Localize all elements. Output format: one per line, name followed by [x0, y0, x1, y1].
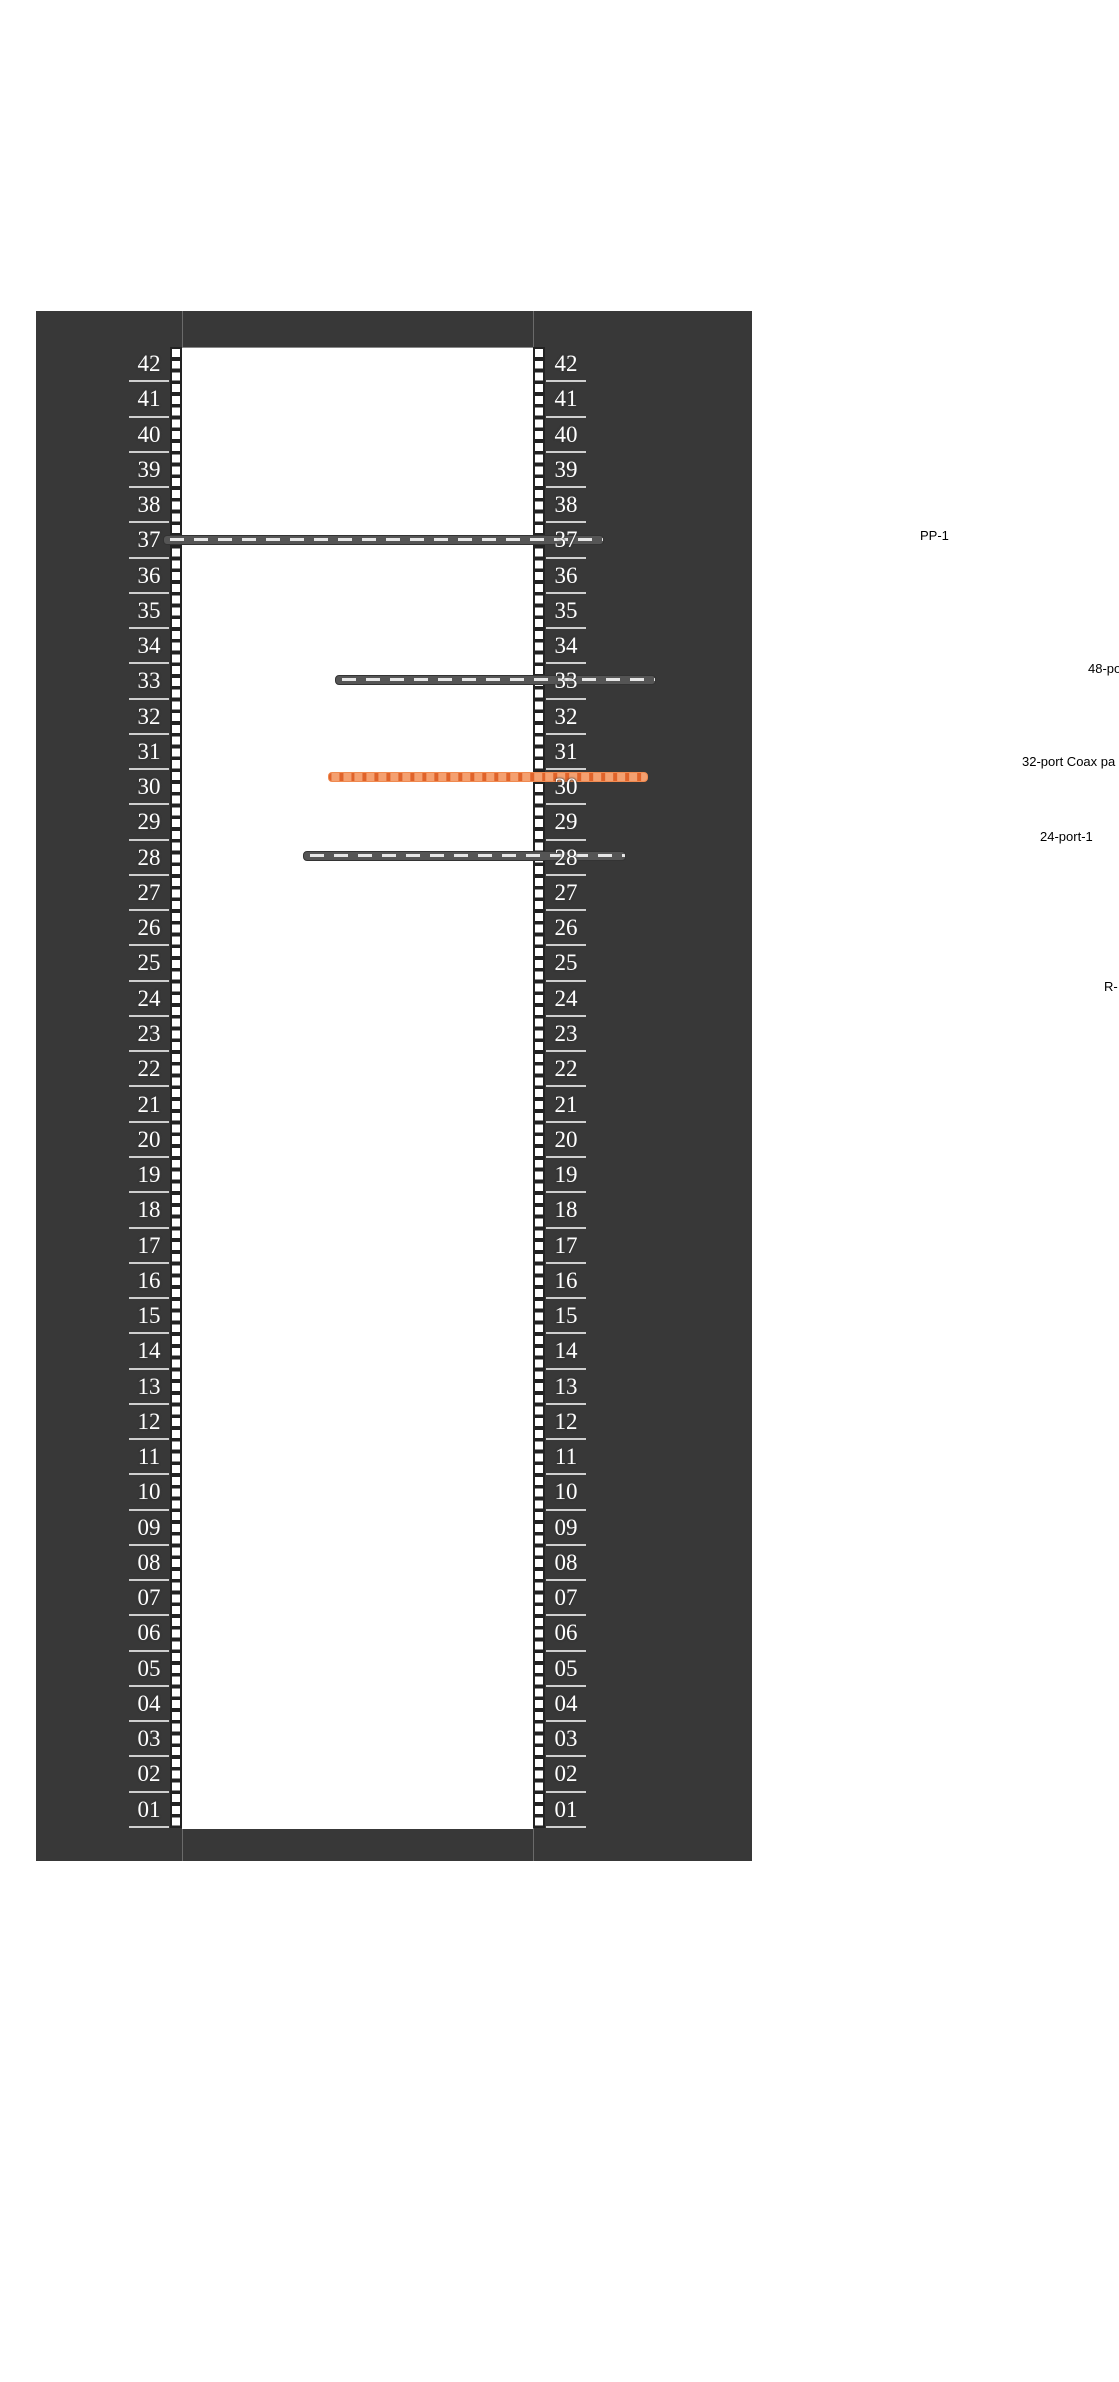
unit-label: 41	[129, 382, 169, 418]
unit-label: 16	[129, 1264, 169, 1300]
unit-label: 18	[546, 1193, 586, 1229]
unit-label: 26	[129, 911, 169, 947]
unit-label: 06	[129, 1616, 169, 1652]
device-48-port[interactable]	[335, 675, 656, 685]
unit-label: 07	[546, 1581, 586, 1617]
unit-label: 30	[546, 770, 586, 806]
unit-label: 10	[546, 1475, 586, 1511]
unit-label: 29	[129, 805, 169, 841]
unit-label: 40	[129, 418, 169, 453]
unit-label: 31	[129, 735, 169, 771]
unit-label: 10	[129, 1475, 169, 1511]
unit-label: 33	[129, 664, 169, 700]
unit-label: 22	[129, 1052, 169, 1088]
unit-label: 34	[546, 629, 586, 665]
unit-label: 09	[129, 1511, 169, 1546]
unit-label: 07	[129, 1581, 169, 1617]
unit-label: 28	[129, 841, 169, 876]
left-mounting-holes	[170, 347, 182, 1828]
unit-label: 27	[546, 876, 586, 912]
right-mounting-holes	[533, 347, 545, 1828]
unit-label: 21	[129, 1088, 169, 1123]
unit-label: 42	[129, 347, 169, 383]
unit-label: 23	[129, 1017, 169, 1053]
unit-label: 35	[546, 594, 586, 630]
unit-label: 38	[546, 488, 586, 524]
unit-label: 08	[129, 1546, 169, 1582]
unit-label: 42	[546, 347, 586, 383]
unit-label: 34	[129, 629, 169, 665]
device-label[interactable]: R-	[1104, 979, 1118, 994]
unit-label: 05	[546, 1652, 586, 1687]
unit-label: 41	[546, 382, 586, 418]
unit-label: 28	[546, 841, 586, 876]
unit-label: 18	[129, 1193, 169, 1229]
unit-label: 13	[546, 1370, 586, 1405]
unit-label: 36	[546, 559, 586, 594]
unit-label: 11	[129, 1440, 169, 1476]
unit-label: 14	[129, 1334, 169, 1370]
unit-label: 02	[546, 1757, 586, 1793]
unit-label: 27	[129, 876, 169, 912]
unit-label: 15	[546, 1299, 586, 1335]
unit-label: 17	[546, 1229, 586, 1264]
device-label[interactable]: 24-port-1	[1040, 829, 1093, 844]
device-32-port-coax[interactable]	[328, 772, 648, 782]
unit-label: 37	[546, 523, 586, 559]
unit-label: 21	[546, 1088, 586, 1123]
unit-label: 12	[546, 1405, 586, 1441]
unit-label: 26	[546, 911, 586, 947]
unit-label: 35	[129, 594, 169, 630]
unit-label: 11	[546, 1440, 586, 1476]
unit-label: 13	[129, 1370, 169, 1405]
unit-label: 22	[546, 1052, 586, 1088]
unit-label: 20	[129, 1123, 169, 1158]
unit-label: 19	[129, 1158, 169, 1194]
unit-label: 39	[129, 453, 169, 489]
unit-label: 30	[129, 770, 169, 806]
unit-label: 05	[129, 1652, 169, 1687]
unit-label: 06	[546, 1616, 586, 1652]
unit-label: 19	[546, 1158, 586, 1194]
unit-label: 12	[129, 1405, 169, 1441]
unit-label: 04	[129, 1687, 169, 1723]
unit-label: 32	[129, 700, 169, 735]
unit-label: 17	[129, 1229, 169, 1264]
unit-label: 16	[546, 1264, 586, 1300]
unit-label: 01	[546, 1793, 586, 1828]
device-label[interactable]: PP-1	[920, 528, 949, 543]
device-label[interactable]: 48-po	[1088, 661, 1119, 676]
unit-label: 31	[546, 735, 586, 771]
unit-label: 24	[546, 982, 586, 1017]
unit-label: 01	[129, 1793, 169, 1828]
unit-label: 23	[546, 1017, 586, 1053]
unit-label: 38	[129, 488, 169, 524]
rack-interior	[182, 347, 533, 1829]
unit-label: 32	[546, 700, 586, 735]
device-pp-1[interactable]	[163, 535, 604, 545]
unit-label: 29	[546, 805, 586, 841]
unit-label: 04	[546, 1687, 586, 1723]
unit-label: 15	[129, 1299, 169, 1335]
device-label[interactable]: 32-port Coax pa	[1022, 754, 1116, 769]
unit-label: 40	[546, 418, 586, 453]
unit-label: 37	[129, 523, 169, 559]
unit-label: 14	[546, 1334, 586, 1370]
unit-label: 39	[546, 453, 586, 489]
unit-label: 24	[129, 982, 169, 1017]
unit-label: 25	[546, 946, 586, 982]
device-24-port-1[interactable]	[303, 851, 626, 861]
unit-label: 02	[129, 1757, 169, 1793]
unit-label: 03	[546, 1722, 586, 1758]
unit-label: 36	[129, 559, 169, 594]
unit-label: 20	[546, 1123, 586, 1158]
unit-label: 33	[546, 664, 586, 700]
unit-label: 03	[129, 1722, 169, 1758]
unit-label: 08	[546, 1546, 586, 1582]
unit-label: 09	[546, 1511, 586, 1546]
unit-label: 25	[129, 946, 169, 982]
